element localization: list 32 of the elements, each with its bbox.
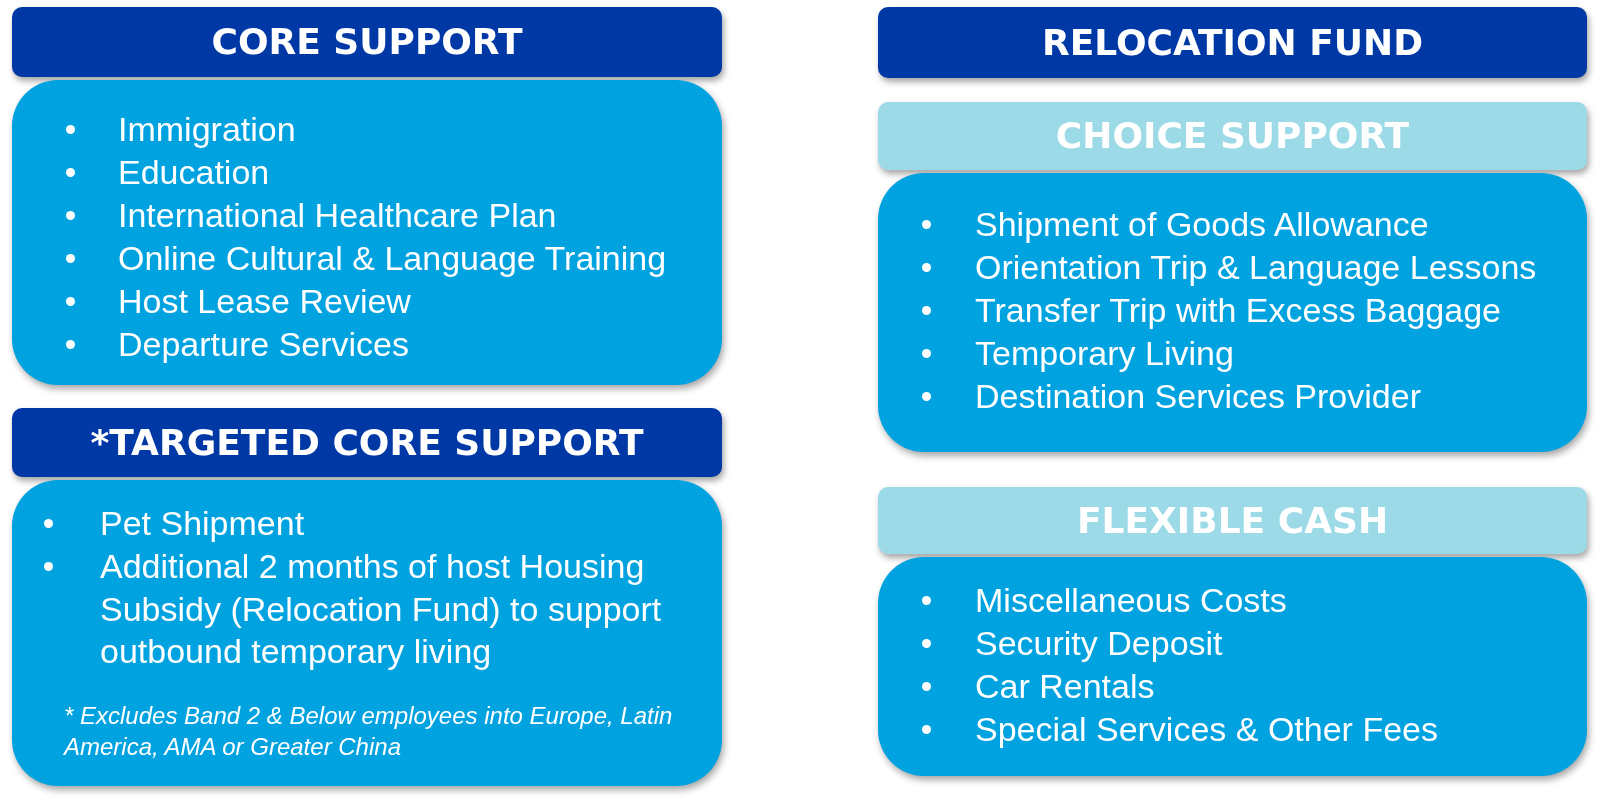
list-item-text: Immigration <box>118 109 297 150</box>
content-panel <box>12 480 722 786</box>
section-title: *TARGETED CORE SUPPORT <box>90 420 644 465</box>
list-item-text: Security Deposit <box>975 623 1224 664</box>
content-panel <box>878 173 1587 452</box>
list-item-text: Additional 2 months of host Housing Subsidy (Relocation Fund) to support outbound temporary living <box>100 546 663 672</box>
list-item-text: Online Cultural & Language Training <box>118 238 668 279</box>
list-item-text: Orientation Trip & Language Lessons <box>975 247 1538 288</box>
list-item-text: Host Lease Review <box>118 281 412 322</box>
list-item-text: Transfer Trip with Excess Baggage <box>975 290 1502 331</box>
list-item-text: Car Rentals <box>975 666 1156 707</box>
list-item-text: International Healthcare Plan <box>118 195 558 236</box>
content-panel <box>878 557 1587 776</box>
list-item-text: Departure Services <box>118 324 410 365</box>
section-title: CORE SUPPORT <box>211 20 523 64</box>
section-title: CHOICE SUPPORT <box>1055 114 1410 158</box>
footnote-text: * Excludes Band 2 & Below employees into Europe, Latin America, AMA or Greater China <box>64 701 674 762</box>
section-title: RELOCATION FUND <box>1041 20 1424 65</box>
list-item-text: Shipment of Goods Allowance <box>975 204 1430 245</box>
list-item-text: Special Services & Other Fees <box>975 709 1439 750</box>
section-title: FLEXIBLE CASH <box>1076 498 1389 543</box>
section-header-bar <box>12 408 722 477</box>
section-header-bar <box>878 487 1587 554</box>
content-panel <box>12 80 722 385</box>
section-header-bar <box>878 102 1587 170</box>
list-item-text: Pet Shipment <box>100 503 306 544</box>
list-item-text: Miscellaneous Costs <box>975 580 1288 621</box>
section-header-bar <box>12 7 722 77</box>
list-item-text: Education <box>118 152 271 193</box>
section-header-bar <box>878 7 1587 78</box>
list-item-text: Destination Services Provider <box>975 376 1422 417</box>
list-item-text: Temporary Living <box>975 333 1235 374</box>
